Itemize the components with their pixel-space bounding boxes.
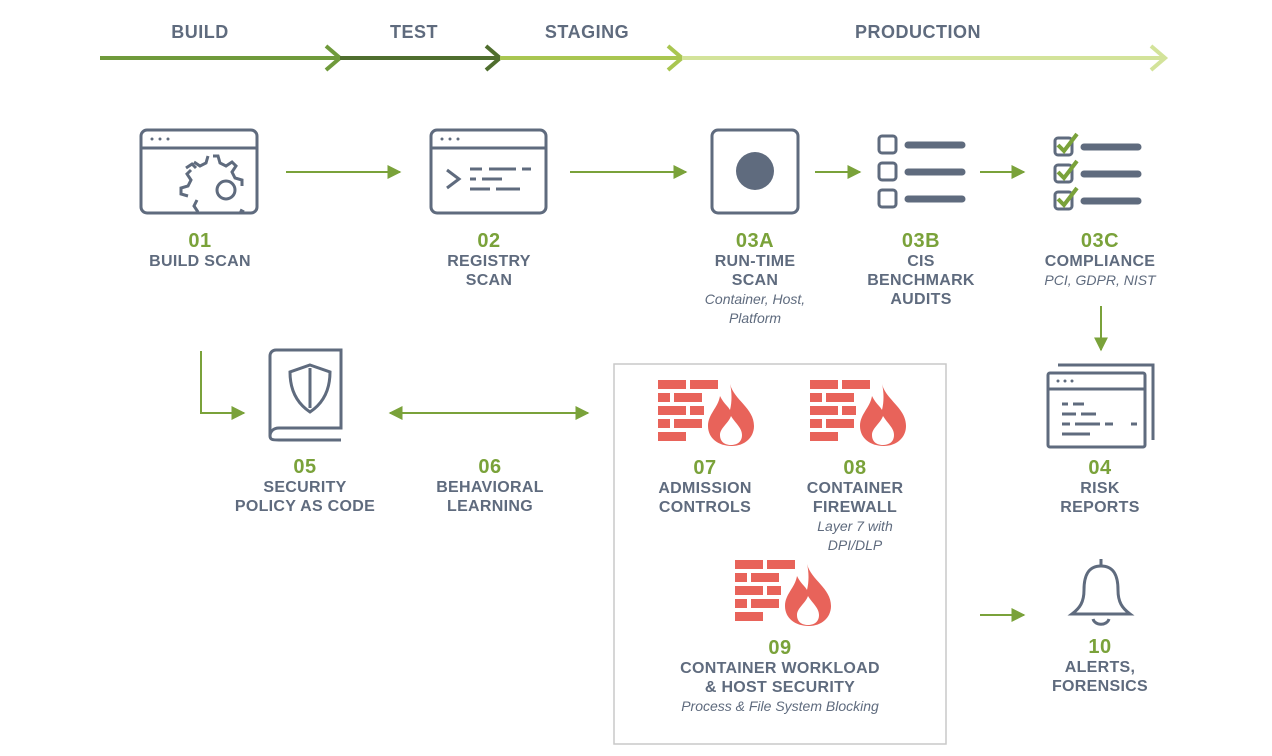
step-title: SECURITY POLICY AS CODE — [234, 479, 376, 515]
step-04-risk-reports: 04 RISK REPORTS — [1018, 457, 1182, 517]
stage-label-staging: STAGING — [544, 22, 630, 42]
bell-icon — [1067, 559, 1135, 626]
step-title: ALERTS, FORENSICS — [1051, 659, 1149, 695]
firewall-icon — [735, 560, 831, 626]
firewall-icon — [658, 380, 754, 446]
step-title: COMPLIANCE — [1044, 253, 1156, 270]
report-window-icon — [1046, 363, 1155, 449]
step-number: 07 — [693, 457, 717, 479]
step-number: 09 — [768, 637, 792, 659]
step-05-security-policy: 05 SECURITY POLICY AS CODE — [215, 456, 395, 516]
step-title: RUN-TIME SCAN — [714, 253, 796, 289]
step-06-behavioral-learning: 06 BEHAVIORAL LEARNING — [408, 456, 572, 516]
step-title: RISK REPORTS — [1060, 480, 1140, 516]
step-title: BEHAVIORAL LEARNING — [436, 479, 544, 515]
step-title: CIS BENCHMARK AUDITS — [867, 253, 975, 308]
stage-pipeline-bar — [100, 44, 1169, 72]
shield-book-icon — [268, 348, 343, 442]
step-10-alerts-forensics: 10 ALERTS, FORENSICS — [1018, 636, 1182, 696]
step-03b-cis-benchmark: 03B CIS BENCHMARK AUDITS — [846, 230, 996, 309]
stage-label-build: BUILD — [171, 22, 229, 42]
step-number: 03C — [1080, 230, 1120, 252]
runtime-protection-box — [613, 363, 947, 745]
stage-label-production: PRODUCTION — [855, 22, 981, 42]
step-subtitle: Container, Host, Platform — [704, 291, 806, 326]
step-number: 01 — [188, 230, 212, 252]
step-title: CONTAINER WORKLOAD & HOST SECURITY — [680, 660, 880, 696]
step-title: CONTAINER FIREWALL — [806, 480, 904, 516]
step-number: 03B — [901, 230, 941, 252]
checked-list-icon — [1053, 132, 1142, 211]
step-subtitle: PCI, GDPR, NIST — [1044, 272, 1156, 288]
checklist-icon — [877, 134, 966, 209]
step-subtitle: Layer 7 with DPI/DLP — [817, 518, 893, 553]
step-number: 06 — [478, 456, 502, 478]
step-03c-compliance: 03C COMPLIANCE PCI, GDPR, NIST — [1018, 230, 1182, 290]
step-number: 02 — [477, 230, 501, 252]
step-number: 08 — [843, 457, 867, 479]
flow-arrows — [200, 165, 1108, 622]
step-07-admission-controls: 07 ADMISSION CONTROLS — [630, 457, 780, 517]
terminal-window-icon — [429, 128, 548, 215]
step-09-workload-host-security: 09 CONTAINER WORKLOAD & HOST SECURITY Pr… — [630, 637, 930, 716]
step-title: BUILD SCAN — [149, 253, 251, 270]
step-title: REGISTRY SCAN — [447, 253, 531, 289]
step-01-build-scan: 01 BUILD SCAN — [118, 230, 282, 271]
step-number: 10 — [1088, 636, 1112, 658]
step-number: 03A — [735, 230, 775, 252]
step-08-container-firewall: 08 CONTAINER FIREWALL Layer 7 with DPI/D… — [780, 457, 930, 555]
step-number: 05 — [293, 456, 317, 478]
step-title: ADMISSION CONTROLS — [658, 480, 752, 516]
step-subtitle: Process & File System Blocking — [681, 698, 879, 714]
step-03a-runtime-scan: 03A RUN-TIME SCAN Container, Host, Platf… — [675, 230, 835, 328]
step-number: 04 — [1088, 457, 1112, 479]
stage-label-test: TEST — [389, 22, 438, 42]
record-dot-icon — [710, 128, 800, 215]
firewall-icon — [810, 380, 906, 446]
browser-gear-icon — [139, 128, 259, 215]
step-02-registry-scan: 02 REGISTRY SCAN — [407, 230, 571, 290]
